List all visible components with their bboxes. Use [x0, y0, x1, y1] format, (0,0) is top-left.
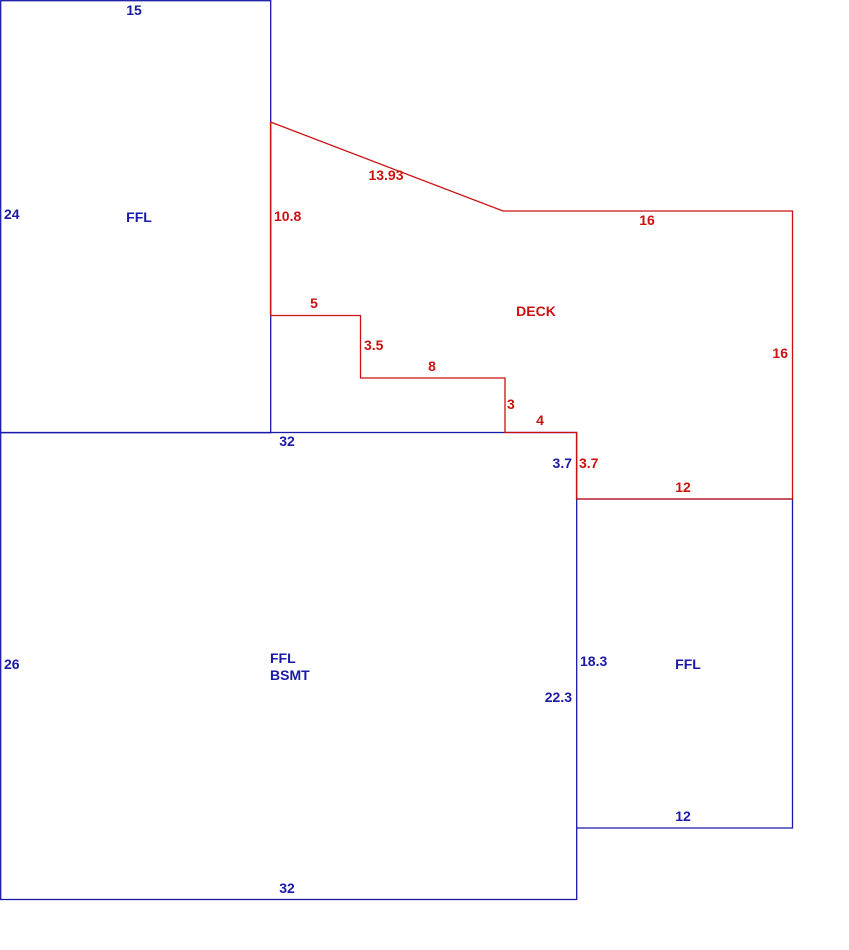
basement-dim-bottom: 32 [279, 880, 295, 896]
deck-dim-step5: 4 [536, 412, 544, 428]
right-wing-area-label: FFL [675, 656, 701, 672]
deck-area-label: DECK [516, 303, 556, 319]
basement-dim-top: 32 [279, 433, 295, 449]
upper-left-area-label: FFL [126, 209, 152, 225]
basement-area-label-line1: FFL [270, 650, 296, 666]
deck-dim-right: 16 [772, 345, 788, 361]
deck-dim-step6: 3.7 [579, 455, 599, 471]
basement-area-label-line2: BSMT [270, 667, 310, 683]
basement-area-outline [0, 431, 578, 901]
deck-dim-slope: 13.93 [368, 167, 403, 183]
right-wing-dim-bottom: 12 [675, 808, 691, 824]
deck-dim-left: 10.8 [274, 208, 301, 224]
upper-left-dim-top: 15 [126, 2, 142, 18]
deck-dim-step3: 8 [428, 358, 436, 374]
deck-dim-step2: 3.5 [364, 337, 384, 353]
upper-left-dim-left: 24 [4, 206, 20, 222]
right-wing-dim-left: 18.3 [580, 653, 607, 669]
basement-dim-right-upper: 3.7 [553, 455, 573, 471]
deck-dim-step1: 5 [310, 295, 318, 311]
basement-dim-right: 22.3 [545, 689, 572, 705]
deck-dim-top: 16 [639, 212, 655, 228]
deck-dim-step4: 3 [507, 396, 515, 412]
deck-outline [270, 121, 794, 500]
basement-dim-left: 26 [4, 656, 20, 672]
deck-dim-bottom: 12 [675, 479, 691, 495]
